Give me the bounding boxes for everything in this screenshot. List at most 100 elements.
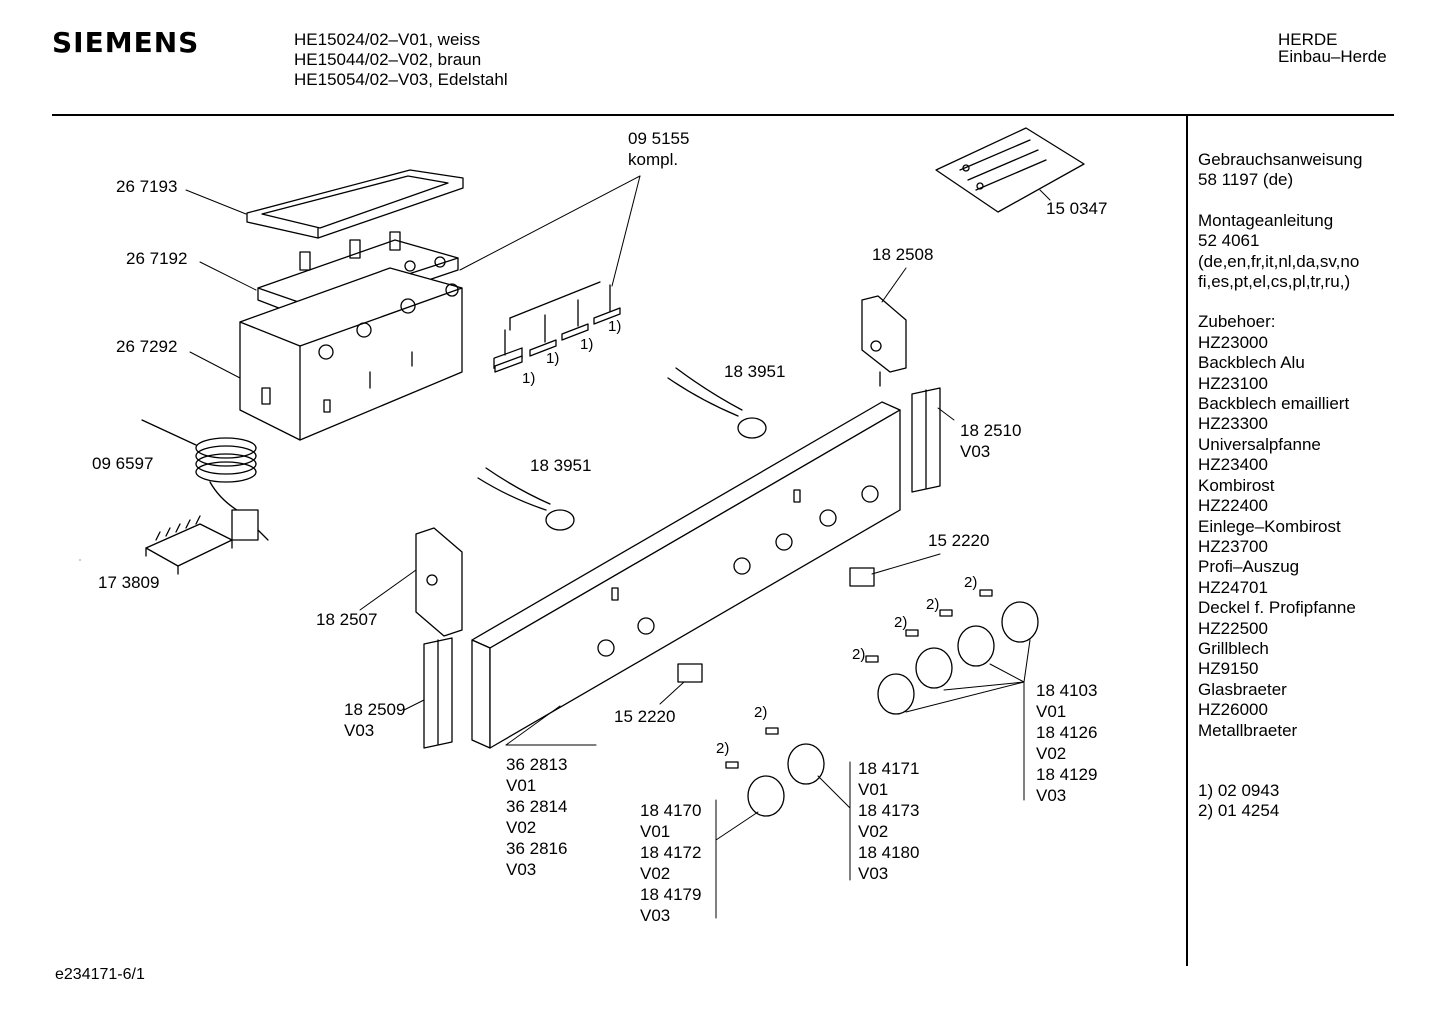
- lamp-switch-lower: [677, 663, 703, 683]
- sidebar-line: Glasbraeter: [1198, 679, 1287, 699]
- thermostat-part: [141, 419, 269, 541]
- label-267292: 26 7292: [116, 337, 178, 356]
- sidebar-line: HZ23000: [1198, 332, 1268, 352]
- sidebar-line: Zubehoer:: [1198, 312, 1276, 332]
- sidebar-line: Metallbraeter: [1198, 720, 1298, 740]
- label-362813-line6: V03: [506, 860, 537, 879]
- knob-set-right: [865, 589, 1039, 715]
- label-173809: 17 3809: [98, 573, 160, 592]
- label-184171-line5: 18 4180: [858, 843, 920, 862]
- screw-bag-part: [935, 127, 1085, 213]
- bracket-left-part: [415, 527, 463, 637]
- label-362813-line2: V01: [506, 776, 537, 795]
- note-1-b: 1): [580, 336, 594, 353]
- label-184103-line5: 18 4129: [1036, 765, 1098, 784]
- label-095155-line2: kompl.: [628, 150, 679, 169]
- sidebar-line: Gebrauchsanweisung: [1198, 150, 1363, 169]
- lamp-holder-upper: [667, 367, 767, 439]
- label-183951-upper: 18 3951: [724, 362, 786, 381]
- document-code: e234171-6/1: [55, 966, 145, 983]
- side-strip-left-part: [423, 637, 453, 749]
- sidebar-line: Grillblech: [1198, 638, 1269, 658]
- sidebar-line: HZ23400: [1198, 455, 1268, 475]
- label-184103-line2: V01: [1036, 702, 1067, 721]
- switch-set-part: [493, 281, 621, 373]
- note-1-c: 1): [546, 350, 560, 367]
- control-panel-part: [471, 401, 901, 749]
- sidebar-line: HZ23700: [1198, 536, 1268, 556]
- label-184170-line5: 18 4179: [640, 885, 702, 904]
- brand-logo: SIEMENS: [52, 26, 200, 59]
- note-2-d: 2): [852, 646, 866, 663]
- sidebar-line: HZ23100: [1198, 373, 1268, 393]
- sidebar-line: 1) 02 0943: [1198, 780, 1280, 800]
- sidebar-line: 58 1197 (de): [1198, 170, 1294, 190]
- sidebar-line: HZ9150: [1198, 659, 1259, 679]
- label-362813-line5: 36 2816: [506, 839, 568, 858]
- top-frame-part: [246, 169, 464, 239]
- sidebar-divider: [1186, 116, 1188, 966]
- label-184170-line1: 18 4170: [640, 801, 702, 820]
- lamp-switch-upper: [849, 567, 875, 587]
- note-1-d: 1): [522, 370, 536, 387]
- sidebar-line: Backblech Alu: [1198, 353, 1305, 373]
- note-2-f: 2): [716, 740, 730, 757]
- label-184171-line1: 18 4171: [858, 759, 920, 778]
- exploded-parts-diagram: [79, 127, 1085, 919]
- label-183951-lower: 18 3951: [530, 456, 592, 475]
- sidebar-line: HZ23300: [1198, 414, 1268, 434]
- sidebar-line: 2) 01 4254: [1198, 801, 1280, 821]
- sidebar-spacer: [1198, 191, 1428, 211]
- lamp-holder-lower: [477, 467, 575, 531]
- label-184171-line6: V03: [858, 864, 889, 883]
- note-2-b: 2): [926, 596, 940, 613]
- sidebar-spacer: [1198, 292, 1428, 312]
- sidebar-line: HZ24701: [1198, 577, 1268, 597]
- note-1-a: 1): [608, 318, 622, 335]
- bracket-right-part: [861, 295, 907, 387]
- sidebar-line: Einlege–Kombirost: [1198, 516, 1341, 536]
- header-divider: [52, 114, 1394, 116]
- label-362813-line4: V02: [506, 818, 537, 837]
- sidebar-line: HZ26000: [1198, 700, 1268, 720]
- model-line-3: HE15054/02–V03, Edelstahl: [294, 70, 508, 89]
- sidebar-line: HZ22500: [1198, 618, 1268, 638]
- label-182509-line1: 18 2509: [344, 700, 406, 719]
- sidebar-spacer: [1198, 741, 1428, 761]
- leader-lines: [79, 175, 1051, 919]
- label-152220-upper: 15 2220: [928, 531, 990, 550]
- category-line-2: Einbau–Herde: [1278, 47, 1387, 66]
- note-2-a: 2): [964, 574, 978, 591]
- label-182509-line2: V03: [344, 721, 375, 740]
- label-362813-line1: 36 2813: [506, 755, 568, 774]
- label-182508: 18 2508: [872, 245, 934, 264]
- note-2-c: 2): [894, 614, 908, 631]
- label-096597: 09 6597: [92, 454, 154, 473]
- label-150347: 15 0347: [1046, 199, 1108, 218]
- sidebar-line: 52 4061: [1198, 231, 1260, 251]
- label-184103-line4: V02: [1036, 744, 1067, 763]
- label-184170-line4: V02: [640, 864, 671, 883]
- sidebar-line: Montageanleitung: [1198, 210, 1334, 230]
- switch-housing-part: [239, 267, 463, 441]
- label-184171-line3: 18 4173: [858, 801, 920, 820]
- label-152220-lower: 15 2220: [614, 707, 676, 726]
- label-184103-line1: 18 4103: [1036, 681, 1098, 700]
- sidebar-line: Backblech emailliert: [1198, 394, 1350, 414]
- label-182510-line1: 18 2510: [960, 421, 1022, 440]
- label-267192: 26 7192: [126, 249, 188, 268]
- category-line-1: HERDE: [1278, 30, 1338, 49]
- side-strip-right-part: [911, 387, 941, 493]
- label-184170-line6: V03: [640, 906, 671, 925]
- label-182510-line2: V03: [960, 442, 991, 461]
- sidebar-line: (de,en,fr,it,nl,da,sv,no: [1198, 251, 1360, 271]
- sidebar-line: HZ22400: [1198, 496, 1268, 516]
- model-line-1: HE15024/02–V01, weiss: [294, 30, 481, 49]
- label-095155-line1: 09 5155: [628, 129, 690, 148]
- sidebar-line: Deckel f. Profipfanne: [1198, 598, 1356, 618]
- label-184170-line3: 18 4172: [640, 843, 702, 862]
- sidebar-line: fi,es,pt,el,cs,pl,tr,ru,): [1198, 272, 1351, 292]
- label-184103-line6: V03: [1036, 786, 1067, 805]
- model-line-2: HE15044/02–V02, braun: [294, 50, 482, 69]
